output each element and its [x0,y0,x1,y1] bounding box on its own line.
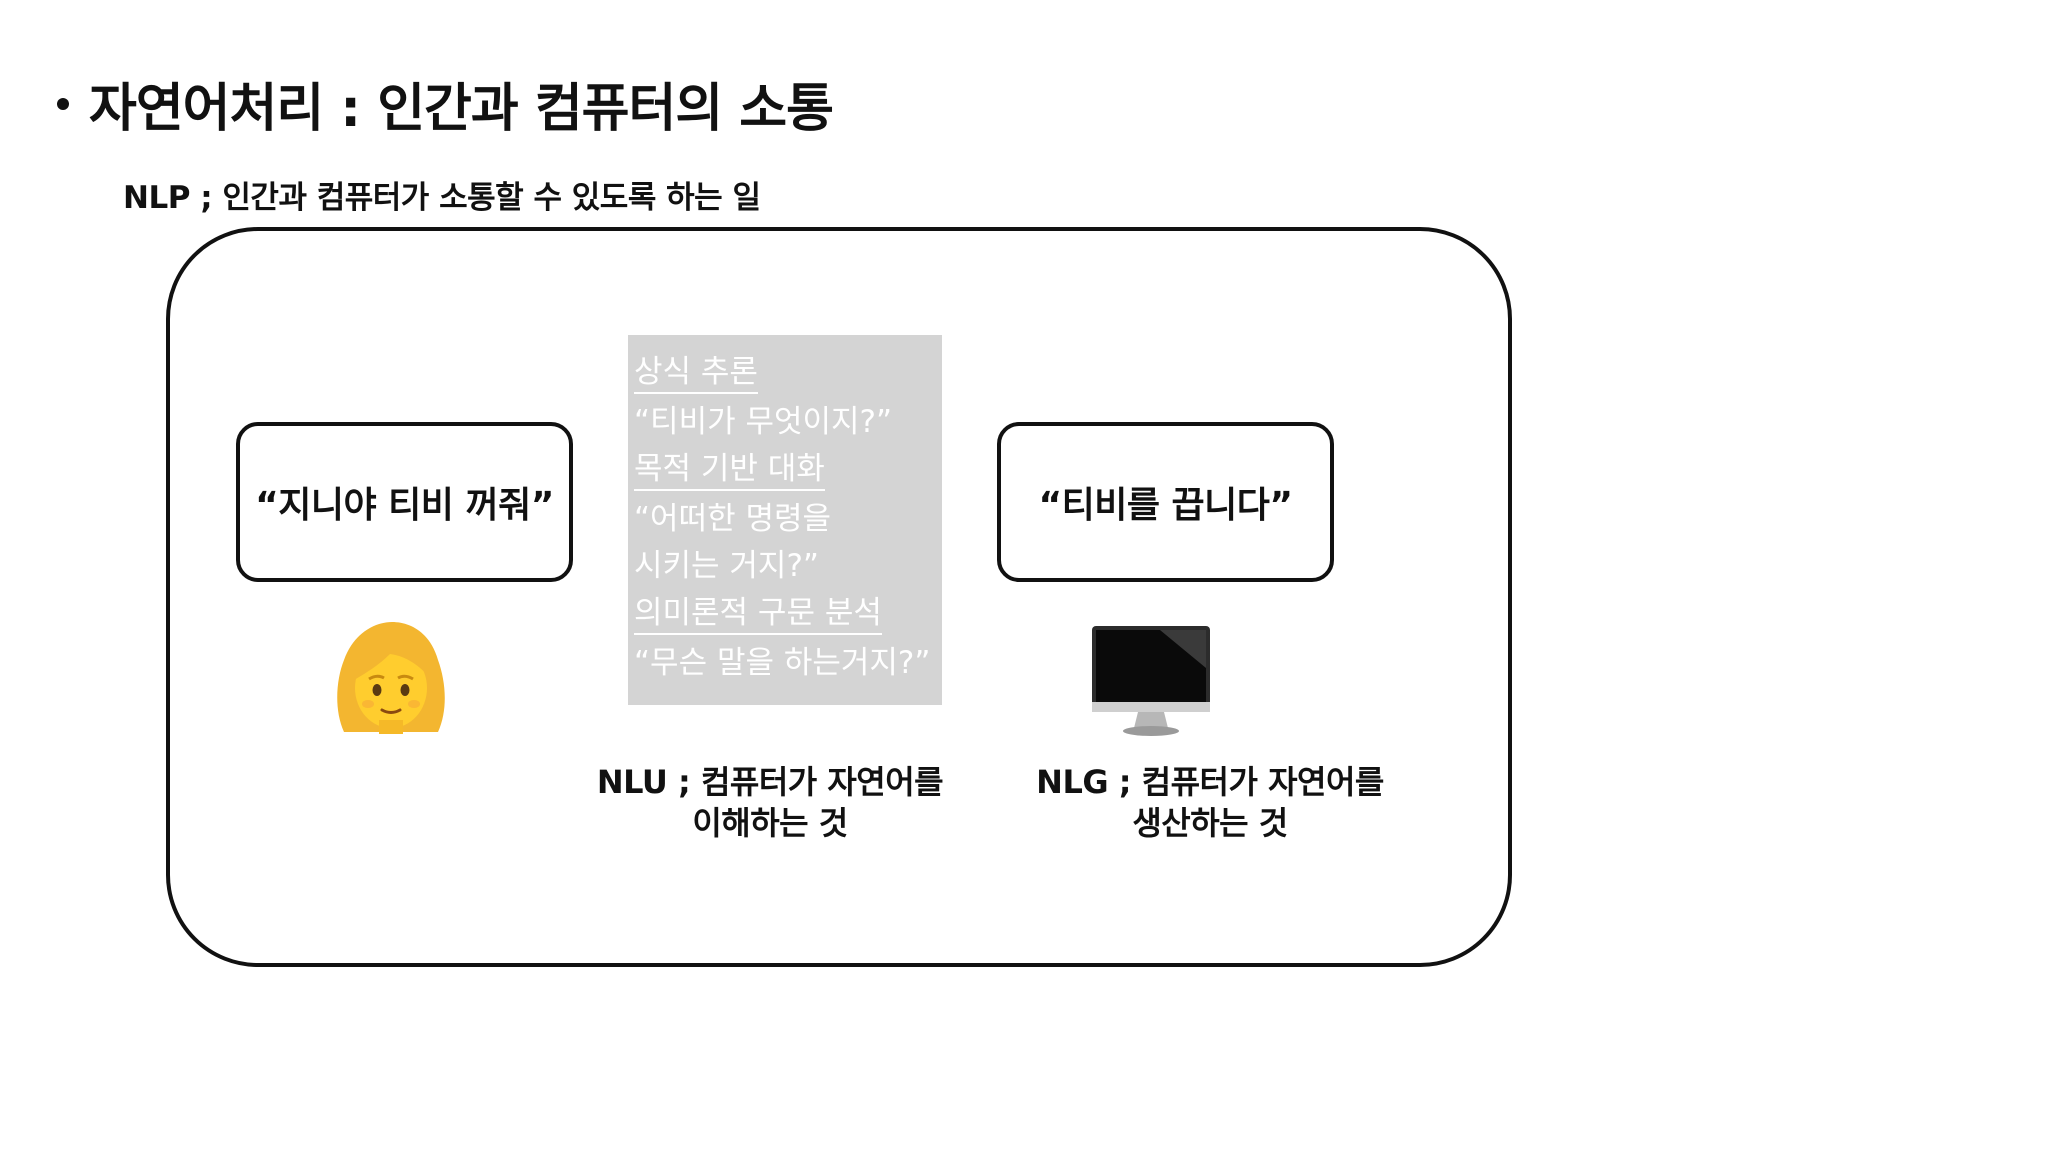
panel-heading: 목적 기반 대화 [634,449,825,491]
computer-speech-text: “티비를 끕니다” [1038,485,1293,526]
panel-line: 시키는 거지?” [634,548,819,584]
slide-subtitle: NLP ; 인간과 컴퓨터가 소통할 수 있도록 하는 일 [123,180,761,216]
panel-line: “어떠한 명령을 [634,501,832,537]
understanding-steps-panel: 상식 추론 “티비가 무엇이지?” 목적 기반 대화 “어떠한 명령을 시키는 … [628,335,942,705]
slide-title-text: 자연어처리 : 인간과 컴퓨터의 소통 [89,79,834,139]
slide-title: 자연어처리 : 인간과 컴퓨터의 소통 [55,66,834,141]
nlu-caption-line: 이해하는 것 [692,804,848,842]
bullet-icon [57,97,69,110]
nlp-container-box [166,227,1512,967]
panel-heading: 의미론적 구문 분석 [634,593,882,635]
nlg-caption: NLG ; 컴퓨터가 자연어를 생산하는 것 [1020,762,1400,844]
desktop-computer-icon [1092,626,1210,736]
human-speech-box: “지니야 티비 꺼줘” [236,422,573,582]
panel-line: “티비가 무엇이지?” [634,404,893,440]
nlg-caption-line: NLG ; 컴퓨터가 자연어를 [1036,763,1384,801]
nlu-caption: NLU ; 컴퓨터가 자연어를 이해하는 것 [580,762,960,844]
computer-speech-box: “티비를 끕니다” [997,422,1334,582]
panel-heading: 상식 추론 [634,352,758,394]
woman-emoji-icon [337,622,445,734]
nlu-caption-line: NLU ; 컴퓨터가 자연어를 [596,763,944,801]
panel-line: “무슨 말을 하는거지?” [634,645,931,681]
nlg-caption-line: 생산하는 것 [1132,804,1288,842]
human-speech-text: “지니야 티비 꺼줘” [255,485,554,526]
